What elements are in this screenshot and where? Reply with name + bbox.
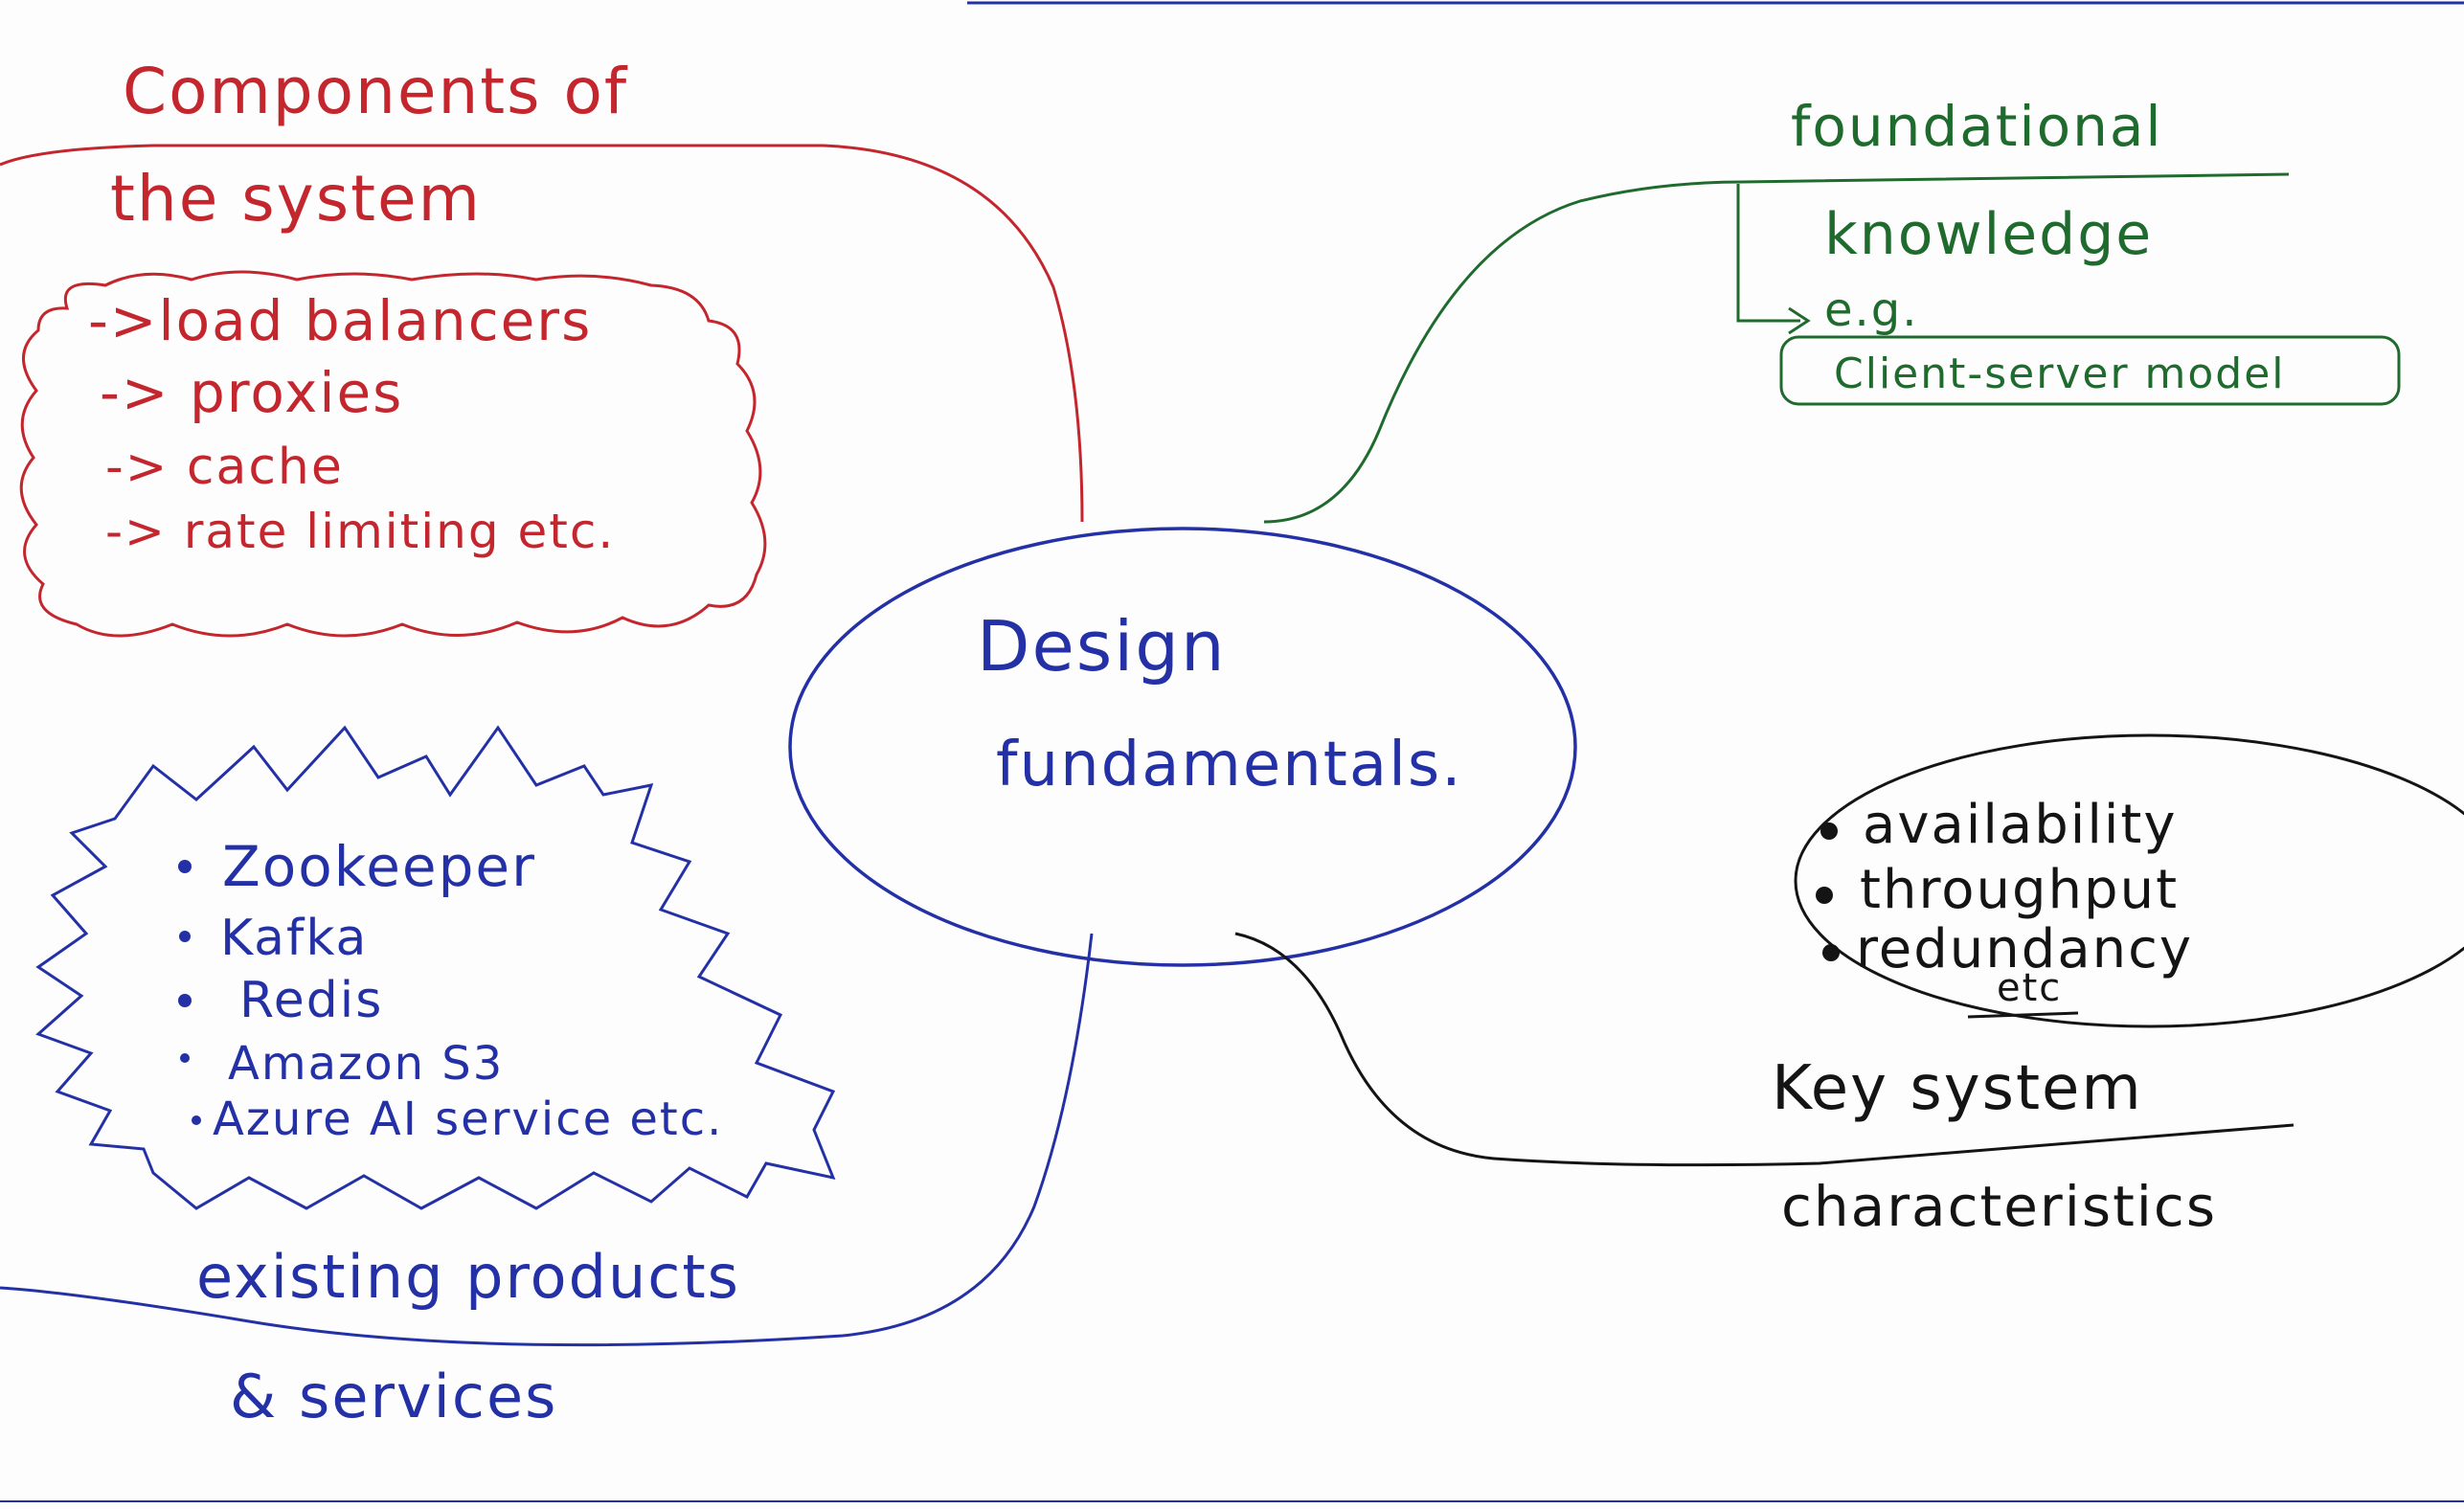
bullet-icon <box>178 860 192 873</box>
characteristics-item-availability: availability <box>1863 794 2178 856</box>
bullet-icon <box>1822 944 1840 961</box>
components-cloud <box>19 270 767 638</box>
foundational-title-line2: knowledge <box>1824 201 2153 268</box>
products-burst <box>35 725 836 1210</box>
components-branch-line <box>0 144 1084 523</box>
characteristics-bullets <box>1816 822 1840 961</box>
components-item-load-balancers: ->load balancers <box>88 288 592 353</box>
components-item-proxies: -> proxies <box>100 360 403 425</box>
center-ellipse <box>788 527 1577 967</box>
center-title-line2: fundamentals. <box>996 730 1463 800</box>
bullet-icon <box>178 994 192 1007</box>
foundational-example: Client-server model <box>1834 349 2286 398</box>
characteristics-item-throughput: throughput <box>1860 859 2179 921</box>
components-item-cache: -> cache <box>105 439 344 496</box>
etc-underline <box>1967 1011 2079 1019</box>
bullet-icon <box>180 1053 190 1063</box>
bullet-icon <box>192 1115 201 1125</box>
bullet-icon <box>179 931 191 942</box>
components-title-line1: Components of <box>123 55 628 128</box>
foundational-arrowhead <box>1788 306 1811 335</box>
foundational-branch-line <box>1263 172 2290 524</box>
characteristics-branch-line <box>1234 932 2294 1167</box>
products-item-amazon-s3: Amazon S3 <box>228 1037 504 1091</box>
foundational-arrow <box>1736 184 1800 323</box>
components-title-line2: the system <box>110 162 482 236</box>
characteristics-item-redundancy: redundancy <box>1856 918 2193 980</box>
products-bullets <box>178 860 201 1125</box>
characteristics-title-line2: characteristics <box>1781 1174 2217 1239</box>
products-item-kafka: Kafka <box>220 910 368 967</box>
products-item-azure-ai: Azure AI service etc. <box>213 1092 723 1146</box>
products-item-redis: Redis <box>239 972 383 1029</box>
products-item-zookeeper: Zookeeper <box>222 834 536 899</box>
products-branch-line <box>0 933 1094 1347</box>
client-server-box <box>1779 335 2401 406</box>
characteristics-etc: etc <box>1997 966 2062 1010</box>
bullet-icon <box>1816 887 1833 904</box>
center-title-line1: Design <box>977 606 1227 687</box>
products-title-line1: existing products <box>196 1242 740 1312</box>
bullet-icon <box>1820 822 1838 840</box>
characteristics-title-line1: Key system <box>1772 1053 2143 1124</box>
characteristics-ellipse <box>1794 733 2464 1028</box>
foundational-title-line1: foundational <box>1791 94 2163 159</box>
components-item-rate-limiting: -> rate limiting etc. <box>105 504 615 559</box>
products-title-line2: & services <box>230 1362 557 1431</box>
foundational-eg: e.g. <box>1824 283 1919 337</box>
